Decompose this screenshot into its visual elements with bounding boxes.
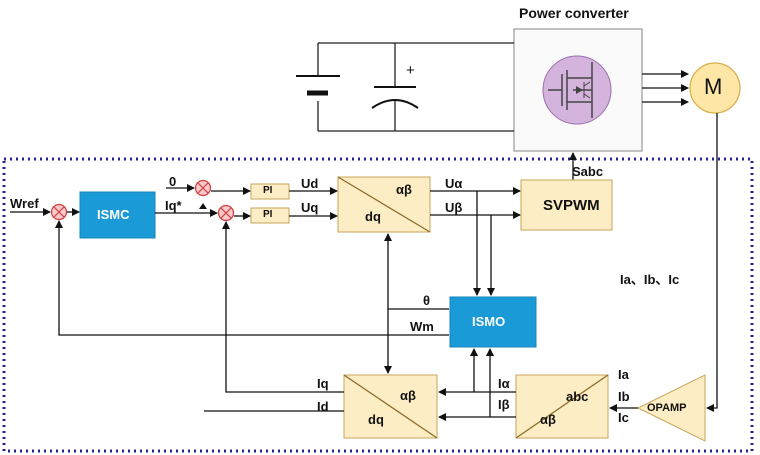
iq-star-label: Iq* <box>165 198 182 213</box>
mosfet-icon <box>542 55 612 125</box>
ia-label: Ia <box>618 367 629 382</box>
wm-label: Wm <box>410 319 434 334</box>
svpwm-block <box>520 179 613 231</box>
clarke-bottom-label: αβ <box>540 412 556 427</box>
ismo-label: ISMO <box>472 314 506 329</box>
capacitor-icon <box>371 86 419 109</box>
theta-label: θ <box>423 293 431 308</box>
uq-label: Uq <box>301 200 319 215</box>
ismo-block <box>449 296 537 348</box>
motor-icon <box>689 62 741 114</box>
ualpha-label: Uα <box>445 176 463 191</box>
park-bottom-label: dq <box>368 412 384 427</box>
motor-label: M <box>704 74 723 99</box>
currents-label: Ia、Ib、Ic <box>620 272 680 287</box>
inverse-park-bottom-label: dq <box>365 209 381 224</box>
ib-label: Ib <box>618 389 630 404</box>
park-top-label: αβ <box>400 388 416 403</box>
iq-label: Iq <box>317 376 329 391</box>
sabc-label: Sabc <box>572 164 604 179</box>
battery-plus-label: + <box>406 62 415 79</box>
id-label: Id <box>317 399 329 414</box>
battery-icon <box>296 75 340 96</box>
controller-boundary <box>2 157 754 453</box>
clarke-top-label: abc <box>566 389 589 404</box>
inverse-park-top-label: αβ <box>396 182 412 197</box>
dc-bus <box>317 42 514 132</box>
ismc-block <box>79 191 156 239</box>
phase-lines <box>642 70 689 106</box>
ic-label: Ic <box>618 410 629 425</box>
wref-label: Wref <box>10 196 39 211</box>
pi-bottom-label: PI <box>263 209 273 220</box>
ibeta-label: Iβ <box>498 397 510 412</box>
zero-label: 0 <box>169 174 177 189</box>
opamp-label: OPAMP <box>647 402 687 414</box>
ialpha-label: Iα <box>498 376 510 391</box>
svpwm-label: SVPWM <box>543 197 600 214</box>
ubeta-label: Uβ <box>445 200 463 215</box>
power-converter-title: Power converter <box>519 5 629 21</box>
pi-top-label: PI <box>263 185 273 196</box>
ismc-label: ISMC <box>97 207 130 222</box>
ud-label: Ud <box>301 176 319 191</box>
opamp-block <box>636 374 706 442</box>
